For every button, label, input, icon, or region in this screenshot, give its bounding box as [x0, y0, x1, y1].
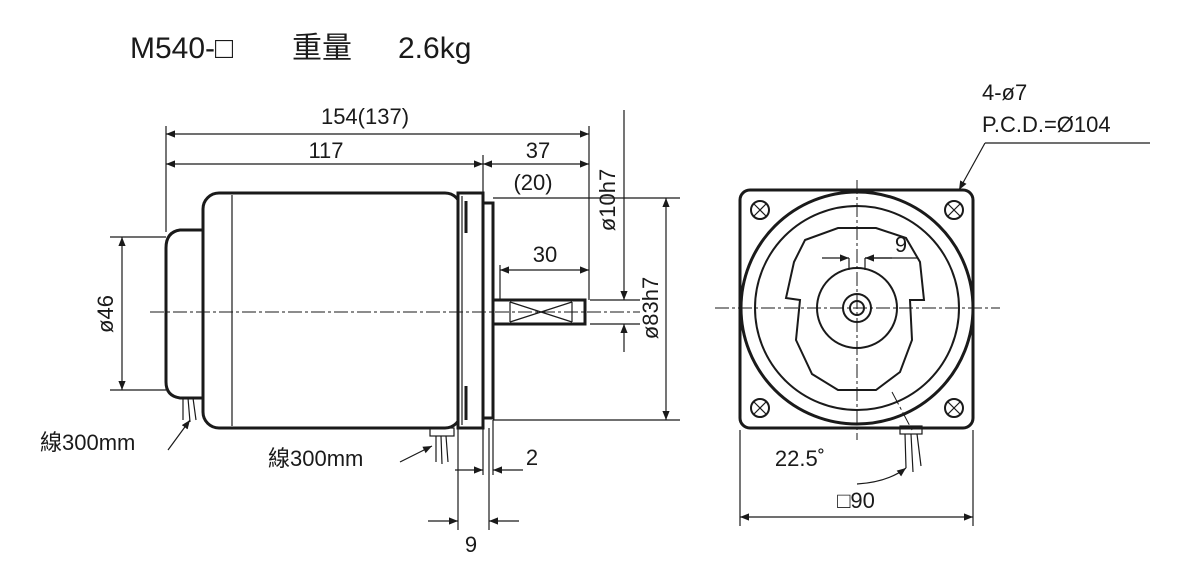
dim-key-width-label: 9 [895, 232, 907, 257]
leader-bottom-lead [399, 445, 433, 463]
leader-pcd-diagonal [958, 142, 986, 191]
hole-spec-label: 4-ø7 [982, 80, 1027, 105]
front-inner-profile [784, 227, 926, 391]
dim-shaft-total-alt-label: (20) [513, 170, 552, 195]
mounting-hole-tl [750, 200, 770, 220]
mounting-hole-br [944, 398, 964, 418]
mounting-hole-bl [750, 398, 770, 418]
dim-rear-cap-diameter-label: ø46 [93, 295, 118, 333]
front-lead-angle-line [891, 391, 913, 431]
mounting-hole-tr [944, 200, 964, 220]
dim-lead-offset-label: 9 [465, 532, 477, 557]
dim-shaft-length-label: 30 [533, 242, 557, 267]
motor-body [201, 191, 463, 430]
leader-rear-lead [167, 419, 191, 451]
bottom-lead-wire-label: 線300mm [268, 446, 363, 471]
model-name: M540-□ [130, 32, 234, 65]
rear-lead-wire-label: 線300mm [40, 430, 135, 455]
dim-flange-offset-label: 2 [526, 445, 538, 470]
dim-overall-label: 154(137) [321, 104, 409, 129]
front-lead-wires [904, 433, 922, 473]
weight-label: 重量 [292, 32, 352, 65]
dim-square-label: □90 [837, 488, 875, 513]
dim-arc-angle [856, 467, 907, 485]
dim-shaft-diameter-label: ø10h7 [595, 169, 620, 231]
dim-angle-label: 22.5˚ [775, 446, 825, 471]
rear-cap [164, 228, 207, 400]
side-view: 154(137) 117 37 (20) 30 ø10h7 ø83h7 ø46 … [40, 104, 680, 557]
bottom-lead-wires [435, 435, 449, 465]
rear-lead-wires [182, 397, 197, 423]
bottom-lead-grommet [429, 427, 455, 437]
dim-shaft-total-label: 37 [526, 138, 550, 163]
weight-value: 2.6kg [398, 32, 471, 65]
front-view: 9 22.5˚ □90 4-ø7 P.C.D.=Ø104 [715, 80, 1150, 526]
pcd-spec-label: P.C.D.=Ø104 [982, 112, 1111, 137]
dim-body-label: 117 [308, 138, 343, 163]
title-block: M540-□ 重量 2.6kg [130, 32, 471, 65]
dim-pilot-diameter-label: ø83h7 [638, 277, 663, 339]
